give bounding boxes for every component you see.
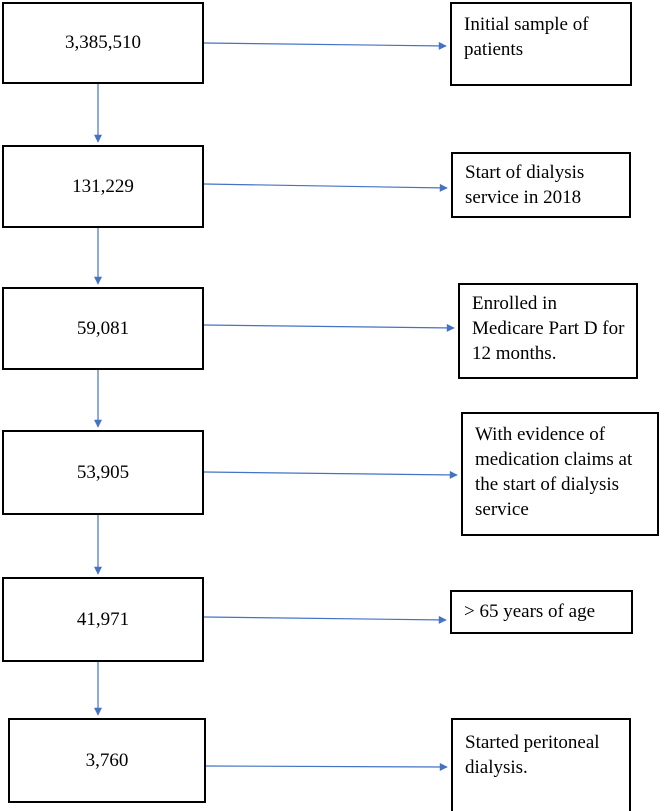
criterion-label-4: With evidence of medication claims at th… xyxy=(475,424,633,520)
arrow-right-6 xyxy=(205,762,448,771)
criterion-label-2: Start of dialysis service in 2018 xyxy=(465,162,585,208)
criterion-box-3: Enrolled in Medicare Part D for 12 month… xyxy=(458,283,638,379)
arrow-right-5 xyxy=(203,615,447,624)
count-label-5: 41,971 xyxy=(76,608,130,630)
arrow-right-3 xyxy=(203,323,455,332)
count-box-1: 3,385,510 xyxy=(2,2,204,84)
criterion-label-1: Initial sample of patients xyxy=(464,14,589,60)
criterion-box-1: Initial sample of patients xyxy=(450,2,632,86)
criterion-box-2: Start of dialysis service in 2018 xyxy=(451,152,631,218)
count-box-5: 41,971 xyxy=(2,577,204,662)
arrow-right-1 xyxy=(203,41,447,50)
arrow-right-2 xyxy=(203,183,448,192)
arrow-right-4 xyxy=(203,470,458,479)
criterion-label-3: Enrolled in Medicare Part D for 12 month… xyxy=(472,293,625,364)
count-box-6: 3,760 xyxy=(8,718,206,803)
count-label-6: 3,760 xyxy=(85,749,129,771)
criterion-box-4: With evidence of medication claims at th… xyxy=(461,412,659,536)
count-box-3: 59,081 xyxy=(2,287,204,370)
count-box-2: 131,229 xyxy=(2,145,204,228)
count-label-3: 59,081 xyxy=(76,317,130,339)
criterion-label-5: > 65 years of age xyxy=(464,601,595,622)
criterion-box-5: > 65 years of age xyxy=(450,590,633,634)
count-box-4: 53,905 xyxy=(2,430,204,515)
count-label-2: 131,229 xyxy=(72,175,134,197)
count-label-4: 53,905 xyxy=(76,461,130,483)
criterion-label-6: Started peritoneal dialysis. xyxy=(465,732,600,778)
criterion-box-6: Started peritoneal dialysis. xyxy=(451,718,631,811)
count-label-1: 3,385,510 xyxy=(65,32,141,53)
